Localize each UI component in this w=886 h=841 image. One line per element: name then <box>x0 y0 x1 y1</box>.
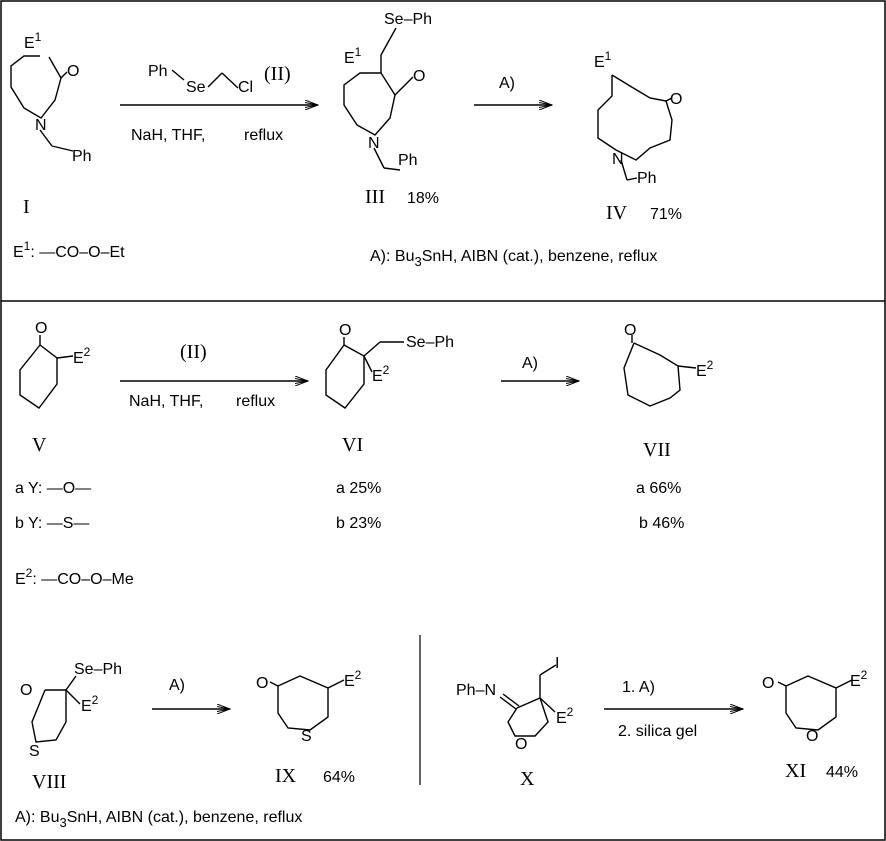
svg-text:O: O <box>339 322 351 339</box>
E1-definition: E1: —CO–O–Et <box>13 239 125 261</box>
svg-text:O: O <box>670 91 682 108</box>
svg-text:E2: E2 <box>850 668 868 690</box>
svg-text:O: O <box>806 728 818 745</box>
svg-text:Ph: Ph <box>637 170 657 187</box>
step-1-label: 1. A) <box>622 679 655 696</box>
compound-IV-yield: 71% <box>650 206 682 223</box>
svg-text:S: S <box>301 728 312 745</box>
compound-X-structure: Ph–N I E2 O <box>456 655 574 753</box>
nitrogen-label: N <box>35 117 47 134</box>
svg-text:O: O <box>256 675 268 692</box>
compound-IX-yield: 64% <box>323 769 355 786</box>
svg-text:Ph: Ph <box>398 152 418 169</box>
compound-VII-yield-a: a 66% <box>636 480 681 497</box>
svg-text:S: S <box>29 743 40 760</box>
compound-X-label: X <box>520 768 535 790</box>
se-ph-label: Se–Ph <box>384 11 432 28</box>
compound-VII-structure: O E2 <box>623 322 714 407</box>
svg-text:Se–Ph: Se–Ph <box>74 661 122 678</box>
reagent-II-label-2: (II) <box>180 341 207 363</box>
reflux-label-2: reflux <box>236 393 275 410</box>
compound-V-label: V <box>32 434 47 456</box>
reagent-II-label: (II) <box>264 63 291 85</box>
conditions-label-1: NaH, THF, <box>131 127 205 144</box>
compound-III-structure: Se–Ph E1 O N Ph <box>343 11 432 171</box>
svg-text:E2: E2 <box>73 345 91 367</box>
compound-VII-yield-b: b 46% <box>639 515 684 532</box>
condition-A-definition-1: A): Bu3SnH, AIBN (cat.), benzene, reflux <box>370 248 657 269</box>
compound-I-label: I <box>23 196 30 218</box>
arrow-4-label: A) <box>522 355 538 372</box>
conditions-label-2: NaH, THF, <box>129 393 203 410</box>
svg-text:Ph: Ph <box>148 63 168 80</box>
compound-IX-label: IX <box>275 765 297 787</box>
svg-text:E1: E1 <box>594 49 612 71</box>
svg-text:E2: E2 <box>696 358 714 380</box>
compound-VI-structure: O Se–Ph E2 <box>325 322 454 409</box>
svg-text:O: O <box>413 68 425 85</box>
svg-text:O: O <box>35 320 47 337</box>
compound-XI-structure: O E2 O <box>762 668 868 745</box>
compound-XI-label: XI <box>785 760 806 782</box>
svg-text:N: N <box>368 135 380 152</box>
compound-VI-yield-b: b 23% <box>336 515 381 532</box>
compound-IX-structure: O E2 S <box>256 668 362 745</box>
compound-III-label: III <box>365 186 385 208</box>
svg-text:O: O <box>20 682 32 699</box>
reflux-label-1: reflux <box>244 127 283 144</box>
compound-VIII-structure: Se–Ph O E2 S <box>20 661 122 760</box>
arrow-2-label: A) <box>499 75 515 92</box>
svg-text:E2: E2 <box>372 363 390 385</box>
svg-text:E2: E2 <box>344 668 362 690</box>
svg-text:E2: E2 <box>556 705 574 727</box>
arrow-5-label: A) <box>169 677 185 694</box>
svg-text:O: O <box>762 675 774 692</box>
compound-VI-yield-a: a 25% <box>336 480 381 497</box>
compound-IV-label: IV <box>606 202 628 224</box>
svg-text:Se: Se <box>186 79 206 96</box>
compound-IV-structure: E1 O N Ph <box>594 49 682 187</box>
reagent-II-structure: Ph Se Cl <box>148 63 253 96</box>
compound-VIII-label: VIII <box>32 771 66 793</box>
step-2-label: 2. silica gel <box>618 723 697 740</box>
E2-definition: E2: —CO–O–Me <box>15 566 134 588</box>
Y-definition-b: b Y: —S— <box>15 515 89 532</box>
svg-text:N: N <box>612 151 624 168</box>
svg-text:O: O <box>624 322 636 339</box>
condition-A-definition-2: A): Bu3SnH, AIBN (cat.), benzene, reflux <box>15 809 302 830</box>
compound-I-structure: E1 O N Ph <box>10 30 92 165</box>
svg-text:Ph–N: Ph–N <box>456 682 496 699</box>
oxygen-label: O <box>67 63 79 80</box>
compound-V-structure: O E2 <box>19 320 91 409</box>
compound-III-yield: 18% <box>407 190 439 207</box>
Y-definition-a: a Y: —O— <box>15 480 91 497</box>
E1-substituent-I: E1 <box>24 30 42 52</box>
svg-text:Se–Ph: Se–Ph <box>406 334 454 351</box>
compound-VII-label: VII <box>643 439 671 461</box>
compound-VI-label: VI <box>342 434 363 456</box>
svg-text:I: I <box>555 655 559 672</box>
svg-text:O: O <box>515 736 527 753</box>
E1-substituent-III: E1 <box>344 45 362 67</box>
svg-text:Cl: Cl <box>238 79 253 96</box>
phenyl-label: Ph <box>72 148 92 165</box>
compound-XI-yield: 44% <box>826 764 858 781</box>
svg-text:E2: E2 <box>81 693 99 715</box>
